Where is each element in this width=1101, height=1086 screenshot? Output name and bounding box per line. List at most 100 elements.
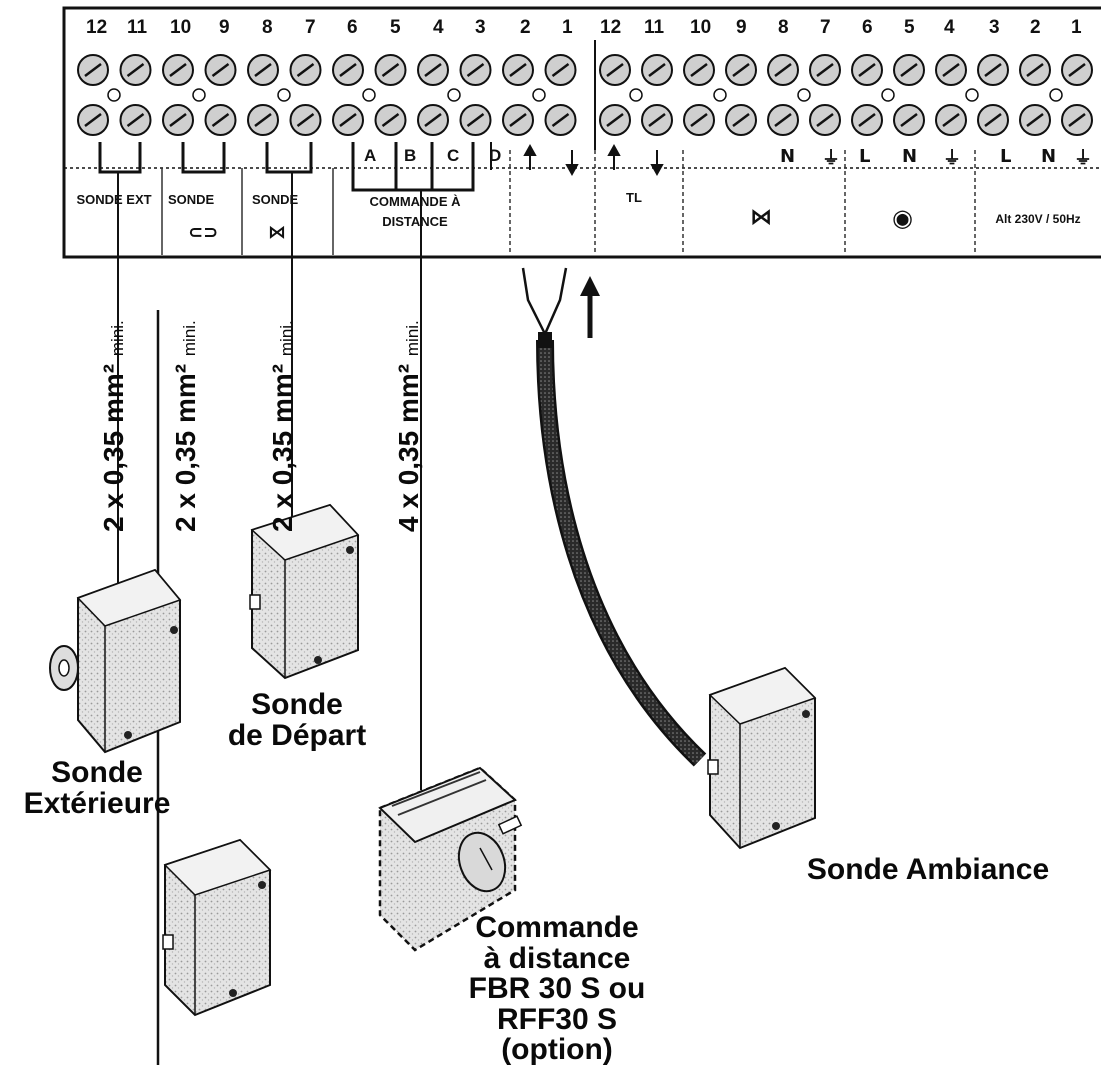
screw-slot xyxy=(900,63,918,77)
left-terminal-number: 6 xyxy=(347,17,358,38)
right-terminal-number: 1 xyxy=(1071,17,1082,38)
screw-slot xyxy=(84,63,102,77)
screw-slot xyxy=(774,113,792,127)
screw-slot xyxy=(296,113,315,127)
screw-slot xyxy=(126,113,145,127)
left-terminal-number: 10 xyxy=(170,17,192,38)
right-terminal-number: 4 xyxy=(944,17,955,38)
screw-slot xyxy=(339,63,357,77)
left-terminal-number: 4 xyxy=(433,17,444,38)
terminal-letter-d: D xyxy=(489,146,502,165)
screw-slot xyxy=(774,63,792,77)
left-terminal-number: 9 xyxy=(219,17,230,38)
caption-sonde-depart: Sonde de Départ xyxy=(227,688,367,752)
right-terminal-number: 10 xyxy=(690,17,712,38)
terminal-hole xyxy=(881,88,895,102)
screw-slot xyxy=(339,113,357,127)
screw-slot xyxy=(381,113,400,127)
ground-icon: ⏚ xyxy=(943,148,961,169)
terminal-hole xyxy=(965,88,979,102)
caption-sonde-ambiance: Sonde Ambiance xyxy=(806,853,1050,886)
screw-slot xyxy=(381,63,400,77)
right-terminal-number: 7 xyxy=(820,17,831,38)
terminal-hole xyxy=(277,88,291,102)
screw-slot xyxy=(1068,113,1086,127)
screw-slot xyxy=(424,63,442,77)
caption-commande-distance: Commande à distance FBR 30 S ou RFF30 S … xyxy=(468,911,646,1067)
terminal-letter-c: C xyxy=(447,146,460,165)
left-terminal-number: 7 xyxy=(305,17,316,38)
terminal-hole xyxy=(797,88,811,102)
terminal-hole xyxy=(629,88,643,102)
terminal-letter-b: B xyxy=(404,146,417,165)
commande-distance-device xyxy=(378,766,523,952)
cable-spec-commande: 4 x 0,35 mm² mini. xyxy=(393,320,424,532)
terminal-hole xyxy=(192,88,206,102)
right-terminal-number: 8 xyxy=(778,17,789,38)
screw-slot xyxy=(1026,113,1044,127)
tap-icon: ⊂⊃ xyxy=(188,222,219,243)
screw-slot xyxy=(211,63,230,77)
screw-slot xyxy=(466,113,485,127)
terminal-symbol-n: N xyxy=(780,146,796,167)
right-terminal-number: 5 xyxy=(904,17,915,38)
screw-slot xyxy=(169,113,187,127)
label-sonde-ecs: SONDE xyxy=(168,192,215,207)
cable-spec-sonde-ecs: 2 x 0,35 mm² mini. xyxy=(170,320,201,532)
left-terminal-number: 1 xyxy=(562,17,573,38)
sonde-depart-box xyxy=(249,503,360,680)
screw-slot xyxy=(900,113,918,127)
screw-slot xyxy=(169,63,187,77)
screw-slot xyxy=(509,113,527,127)
radiator-valve-icon: ⋈ xyxy=(268,222,286,243)
terminal-hole xyxy=(107,88,121,102)
terminal-screws xyxy=(77,54,1093,136)
terminal-symbol-l: L xyxy=(1000,146,1012,167)
screw-slot xyxy=(648,113,666,127)
screw-slot xyxy=(984,63,1002,77)
right-terminal-number: 6 xyxy=(862,17,873,38)
screw-slot xyxy=(84,113,102,127)
screw-slot xyxy=(858,63,876,77)
left-terminal-number: 12 xyxy=(86,17,108,38)
terminal-hole xyxy=(713,88,727,102)
screw-slot xyxy=(816,63,834,77)
caption-sonde-exterieure: Sonde Extérieure xyxy=(23,756,171,820)
cable-spec-sonde-ext: 2 x 0,35 mm² mini. xyxy=(98,320,129,532)
terminal-hole xyxy=(447,88,461,102)
valve-icon: ⋈ xyxy=(750,205,772,230)
label-tl: TL xyxy=(626,190,642,205)
screw-slot xyxy=(1026,63,1044,77)
screw-slot xyxy=(942,63,960,77)
screw-slot xyxy=(296,63,315,77)
left-terminal-number: 2 xyxy=(520,17,531,38)
screw-slot xyxy=(254,63,272,77)
left-terminal-number: 3 xyxy=(475,17,486,38)
terminal-hole xyxy=(1049,88,1063,102)
ground-icon: ⏚ xyxy=(822,148,840,169)
screw-slot xyxy=(1068,63,1086,77)
right-terminal-number: 3 xyxy=(989,17,1000,38)
screw-slot xyxy=(816,113,834,127)
screw-slot xyxy=(984,113,1002,127)
screw-slot xyxy=(551,63,570,77)
terminal-symbol-n: N xyxy=(902,146,918,167)
label-sonde-depart: SONDE xyxy=(252,192,299,207)
terminal-letter-a: A xyxy=(364,146,377,165)
terminal-block-frame xyxy=(62,6,1101,259)
screw-slot xyxy=(942,113,960,127)
label-commande: COMMANDE À DISTANCE xyxy=(369,194,461,229)
arrow-icons xyxy=(523,143,664,177)
screw-slot xyxy=(648,63,666,77)
screw-slot xyxy=(732,63,750,77)
cable-spec-sonde-depart: 2 x 0,35 mm² mini. xyxy=(267,320,298,532)
sonde-ecs-box xyxy=(162,838,272,1017)
left-terminal-number: 5 xyxy=(390,17,401,38)
label-sonde-ext: SONDE EXT xyxy=(76,192,152,207)
screw-slot xyxy=(254,113,272,127)
screw-slot xyxy=(690,63,708,77)
screw-slot xyxy=(858,113,876,127)
screw-slot xyxy=(690,113,708,127)
terminal-symbol-n: N xyxy=(1041,146,1057,167)
left-terminal-number: 11 xyxy=(127,17,148,38)
